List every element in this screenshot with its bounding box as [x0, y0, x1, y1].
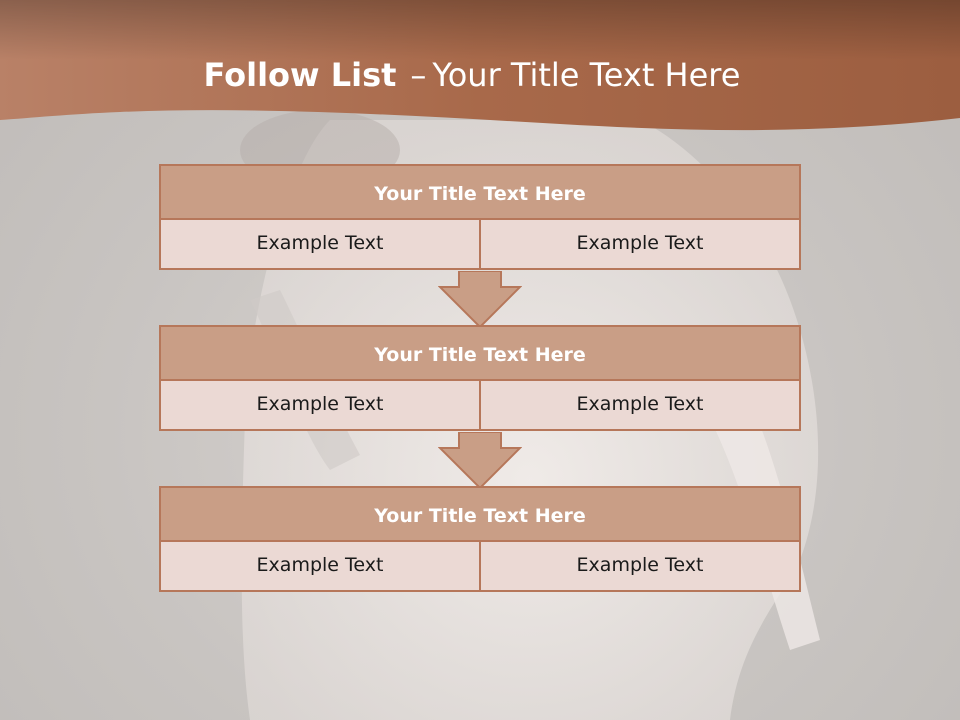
flow-box-3: Your Title Text Here Example Text Exampl…	[159, 486, 801, 592]
flow-box-cell[interactable]: Example Text	[479, 381, 799, 429]
flow-box-row: Example Text Example Text	[159, 220, 801, 270]
header-band	[0, 0, 960, 131]
flow-box-2: Your Title Text Here Example Text Exampl…	[159, 325, 801, 431]
flow-box-cell[interactable]: Example Text	[161, 542, 479, 590]
slide-title-dash: –	[410, 56, 427, 94]
flow-box-title[interactable]: Your Title Text Here	[159, 325, 801, 381]
flow-box-row: Example Text Example Text	[159, 542, 801, 592]
arrow-down-icon	[438, 271, 522, 329]
flow-box-cell[interactable]: Example Text	[161, 220, 479, 268]
slide-title: Follow List–Your Title Text Here	[0, 56, 944, 94]
flow-box-cell[interactable]: Example Text	[479, 220, 799, 268]
flow-box-cell[interactable]: Example Text	[161, 381, 479, 429]
flow-box-title[interactable]: Your Title Text Here	[159, 164, 801, 220]
arrow-down-icon	[438, 432, 522, 490]
flow-box-title[interactable]: Your Title Text Here	[159, 486, 801, 542]
flow-box-cell[interactable]: Example Text	[479, 542, 799, 590]
flow-box-row: Example Text Example Text	[159, 381, 801, 431]
flow-box-1: Your Title Text Here Example Text Exampl…	[159, 164, 801, 270]
slide-title-bold: Follow List	[203, 56, 397, 94]
slide-title-rest: Your Title Text Here	[432, 56, 741, 94]
